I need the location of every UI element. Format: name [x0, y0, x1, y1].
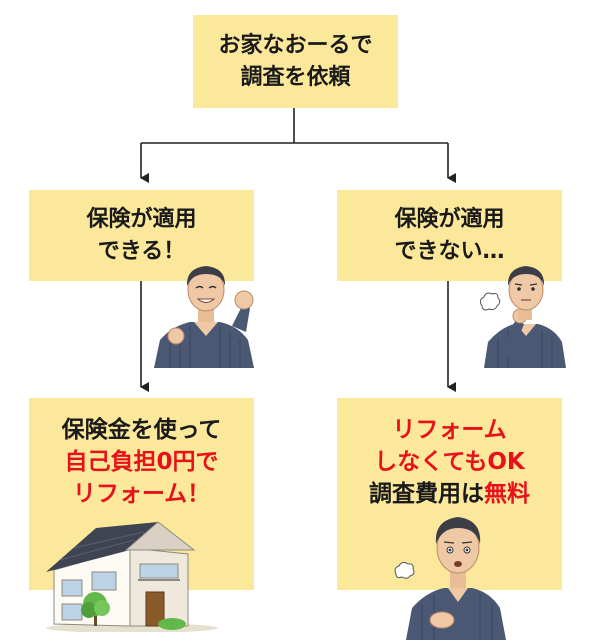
top-box-line-1: お家なおーるで: [218, 32, 373, 58]
right-branch-line-1: 保険が適用: [394, 206, 505, 232]
left-branch-line-1: 保険が適用: [86, 206, 197, 232]
relieved-man-illustration: [394, 517, 506, 640]
top-box: お家なおーるで 調査を依頼: [193, 15, 398, 108]
left-branch-line-2: できる！: [97, 238, 186, 264]
right-result-line-1: リフォーム: [392, 417, 507, 443]
right-result-line-3: 調査費用は無料: [369, 478, 530, 510]
top-box-line-2: 調査を依頼: [240, 64, 351, 90]
thinking-man-illustration: [479, 266, 566, 368]
left-result-line-3: リフォーム！: [72, 481, 211, 507]
left-result-line-1: 保険金を使って: [61, 417, 222, 443]
right-branch-box: 保険が適用 できない…: [337, 190, 562, 281]
left-branch-box: 保険が適用 できる！: [29, 190, 254, 281]
right-result-text-free: 無料: [484, 481, 530, 507]
right-result-line-2: しなくてもOK: [374, 449, 525, 475]
right-branch-line-2: できない…: [394, 238, 505, 264]
left-result-line-2: 自己負担0円で: [64, 449, 219, 475]
happy-man-illustration: [154, 266, 254, 368]
house-illustration: [46, 521, 218, 632]
right-result-text-fee: 調査費用は: [369, 481, 484, 507]
